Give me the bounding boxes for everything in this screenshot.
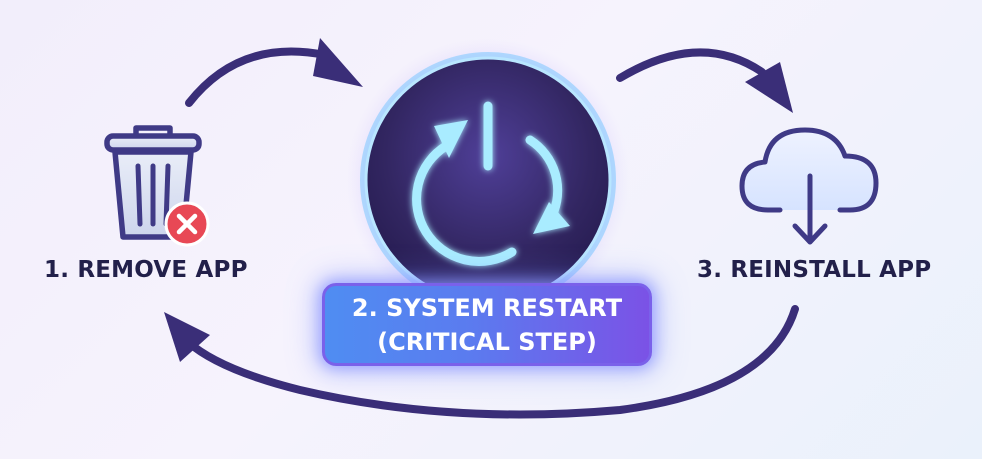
power-restart-icon [346,38,630,322]
arrow-restart-to-reinstall [616,48,793,113]
step-restart-sublabel: (CRITICAL STEP) [377,327,597,356]
arrow-reinstall-to-remove [164,305,799,419]
step-restart-banner: 2. SYSTEM RESTART (CRITICAL STEP) [322,283,652,366]
step-restart-label: 2. SYSTEM RESTART [351,293,623,322]
step-reinstall-label: 3. REINSTALL APP [697,257,932,283]
arrow-remove-to-restart [185,38,363,107]
step-remove-label: 1. REMOVE APP [44,257,248,283]
close-x-icon [164,201,210,247]
cloud-download-icon [739,127,879,245]
trash-can-icon [104,125,202,240]
